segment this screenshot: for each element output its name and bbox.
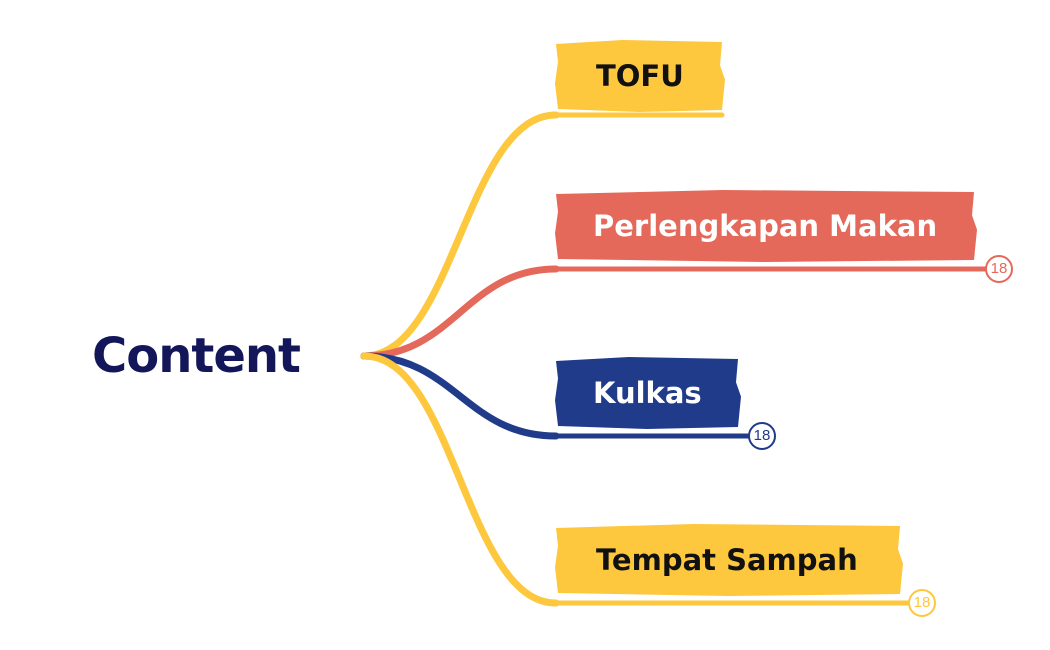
node-boxes xyxy=(555,40,977,596)
branch-count-badge-3[interactable]: 18 xyxy=(748,422,776,450)
branch-label-2[interactable]: Perlengkapan Makan xyxy=(593,209,938,243)
connector-1 xyxy=(360,111,560,360)
branch-label-4[interactable]: Tempat Sampah xyxy=(596,543,858,577)
branch-box-2[interactable] xyxy=(555,190,977,262)
node-underlines xyxy=(553,112,988,606)
branch-box-3[interactable] xyxy=(555,357,741,429)
branch-label-1[interactable]: TOFU xyxy=(596,59,684,93)
root-topic-label[interactable]: Content xyxy=(92,328,301,384)
branch-box-4[interactable] xyxy=(555,524,903,596)
connectors xyxy=(360,111,560,607)
branch-count-badge-4[interactable]: 18 xyxy=(908,589,936,617)
connector-2 xyxy=(360,265,560,360)
connector-4 xyxy=(360,352,560,607)
branch-count-badge-2[interactable]: 18 xyxy=(985,255,1013,283)
branch-box-1[interactable] xyxy=(555,40,725,112)
branch-label-3[interactable]: Kulkas xyxy=(593,376,702,410)
connector-3 xyxy=(360,352,560,440)
